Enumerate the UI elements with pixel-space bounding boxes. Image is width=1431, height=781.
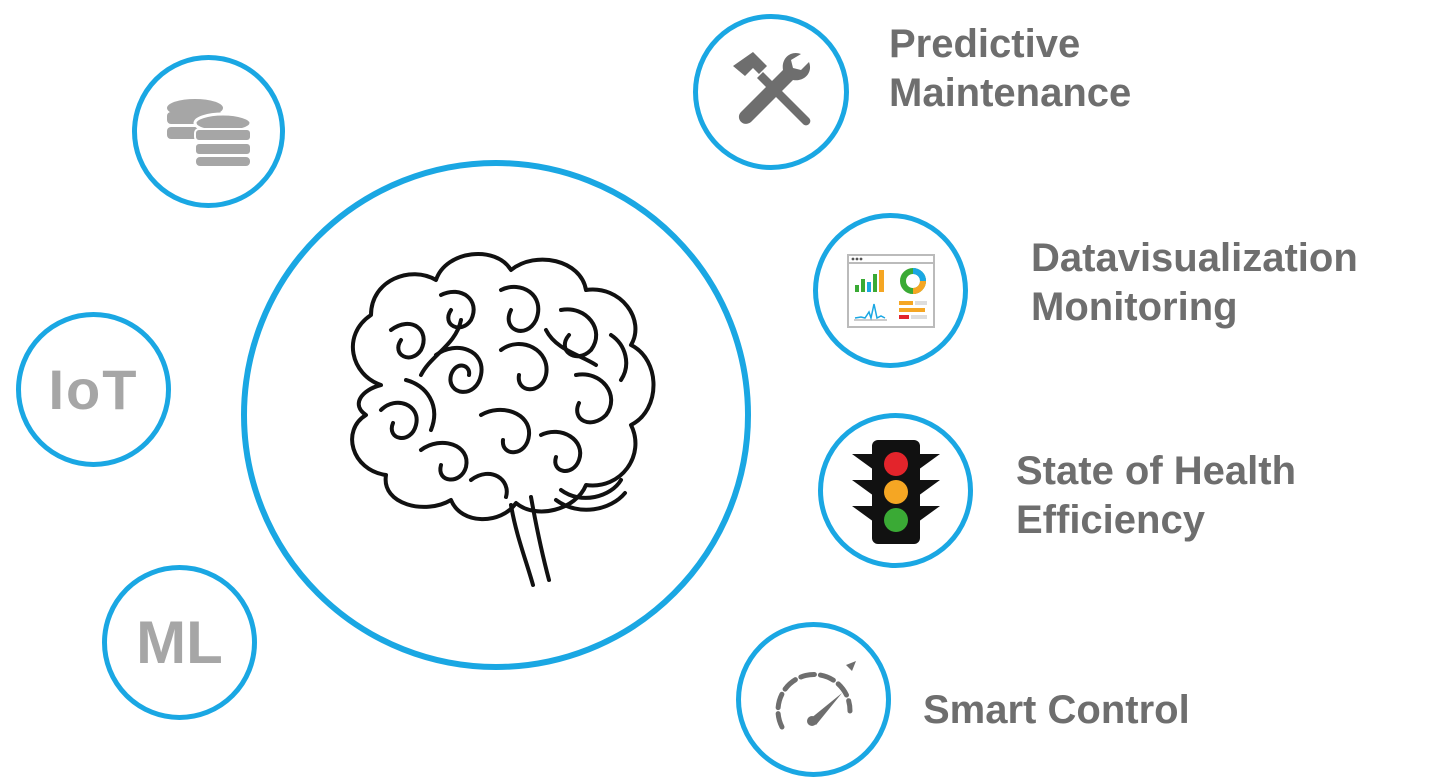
- tools-icon: [723, 44, 819, 140]
- database-icon: [163, 96, 255, 168]
- health-node: [818, 413, 973, 568]
- health-label: State of Health Efficiency: [1016, 447, 1296, 545]
- health-line-2: Efficiency: [1016, 497, 1205, 542]
- speedometer-icon: [766, 657, 862, 743]
- brain-node: [241, 160, 751, 670]
- datavis-node: [813, 213, 968, 368]
- maintenance-line-1: Predictive: [889, 22, 1081, 66]
- control-line-1: Smart Control: [923, 688, 1190, 732]
- dashboard-icon: [846, 253, 935, 328]
- ml-node: ML: [102, 565, 257, 720]
- database-node: [132, 55, 285, 208]
- maintenance-line-2: Maintenance: [889, 70, 1132, 115]
- ml-label: ML: [136, 609, 223, 676]
- datavis-label: Datavisualization Monitoring: [1031, 234, 1358, 332]
- traffic-light-icon: [844, 436, 948, 546]
- datavis-line-2: Monitoring: [1031, 284, 1238, 329]
- control-label: Smart Control: [923, 686, 1190, 735]
- maintenance-label: Predictive Maintenance: [889, 20, 1131, 118]
- brain-icon: [311, 235, 681, 595]
- control-node: [736, 622, 891, 777]
- health-line-1: State of Health: [1016, 449, 1297, 493]
- iot-label: IoT: [48, 358, 139, 421]
- iot-node: IoT: [16, 312, 171, 467]
- maintenance-node: [693, 14, 849, 170]
- datavis-line-1: Datavisualization: [1031, 236, 1358, 280]
